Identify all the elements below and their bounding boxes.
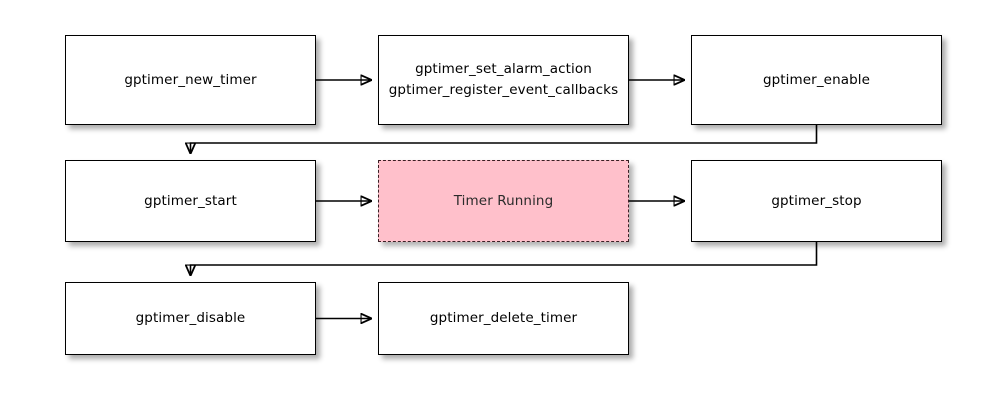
node-label-line: Timer Running bbox=[453, 192, 554, 209]
node-label-line: gptimer_delete_timer bbox=[429, 310, 578, 327]
node-gptimer-new-timer[interactable]: gptimer_new_timer bbox=[65, 35, 316, 125]
edge-stop-to-disable bbox=[191, 242, 818, 275]
node-label-line: gptimer_set_alarm_action bbox=[415, 61, 592, 78]
node-gptimer-start[interactable]: gptimer_start bbox=[65, 160, 316, 242]
node-label-line: gptimer_disable bbox=[135, 310, 246, 327]
node-gptimer-disable[interactable]: gptimer_disable bbox=[65, 282, 316, 355]
edge-enable-to-start bbox=[191, 125, 818, 153]
node-timer-running[interactable]: Timer Running bbox=[378, 160, 629, 242]
node-label-line: gptimer_start bbox=[144, 192, 237, 209]
node-gptimer-set-alarm-action[interactable]: gptimer_set_alarm_action gptimer_registe… bbox=[378, 35, 629, 125]
node-label-line: gptimer_enable bbox=[762, 71, 871, 88]
node-gptimer-enable[interactable]: gptimer_enable bbox=[691, 35, 942, 125]
node-label-line: gptimer_stop bbox=[771, 192, 862, 209]
node-label-line: gptimer_new_timer bbox=[124, 71, 257, 88]
node-label-line: gptimer_register_event_callbacks bbox=[388, 82, 619, 98]
node-gptimer-stop[interactable]: gptimer_stop bbox=[691, 160, 942, 242]
node-gptimer-delete-timer[interactable]: gptimer_delete_timer bbox=[378, 282, 629, 355]
